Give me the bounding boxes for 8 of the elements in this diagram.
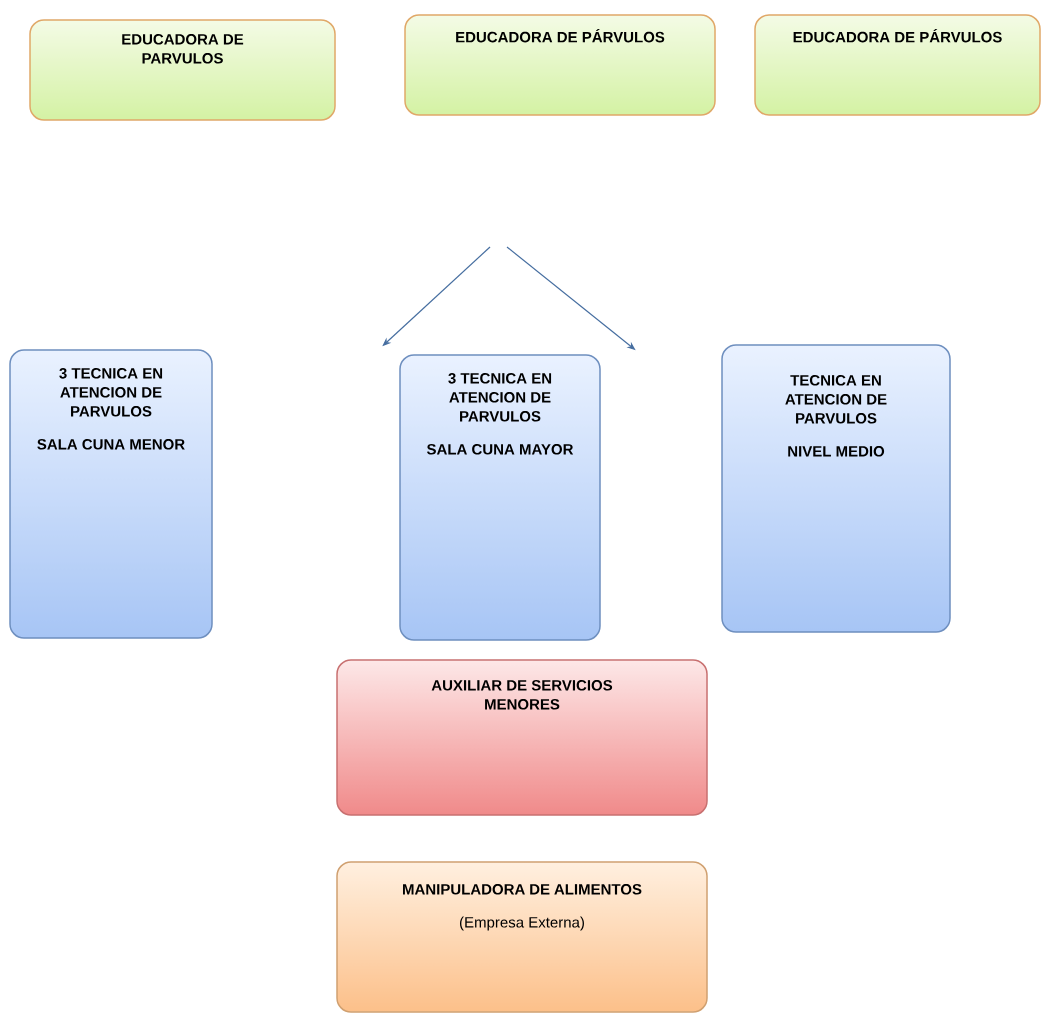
role-box: 3 TECNICA EN ATENCION DE PARVULOS SALA CUNA MAYOR bbox=[399, 354, 601, 641]
role-box: TECNICA EN ATENCION DE PARVULOS NIVEL MEDIO bbox=[721, 344, 951, 633]
role-box: MANIPULADORA DE ALIMENTOS (Empresa Externa) bbox=[336, 861, 708, 1013]
role-box: AUXILIAR DE SERVICIOS MENORES bbox=[336, 659, 708, 816]
role-box: 3 TECNICA EN ATENCION DE PARVULOS SALA CUNA MENOR bbox=[9, 349, 213, 639]
role-box: EDUCADORA DE PÁRVULOS bbox=[404, 14, 716, 116]
role-box: EDUCADORA DE PÁRVULOS bbox=[754, 14, 1041, 116]
role-box: EDUCADORA DE PARVULOS bbox=[29, 19, 336, 121]
